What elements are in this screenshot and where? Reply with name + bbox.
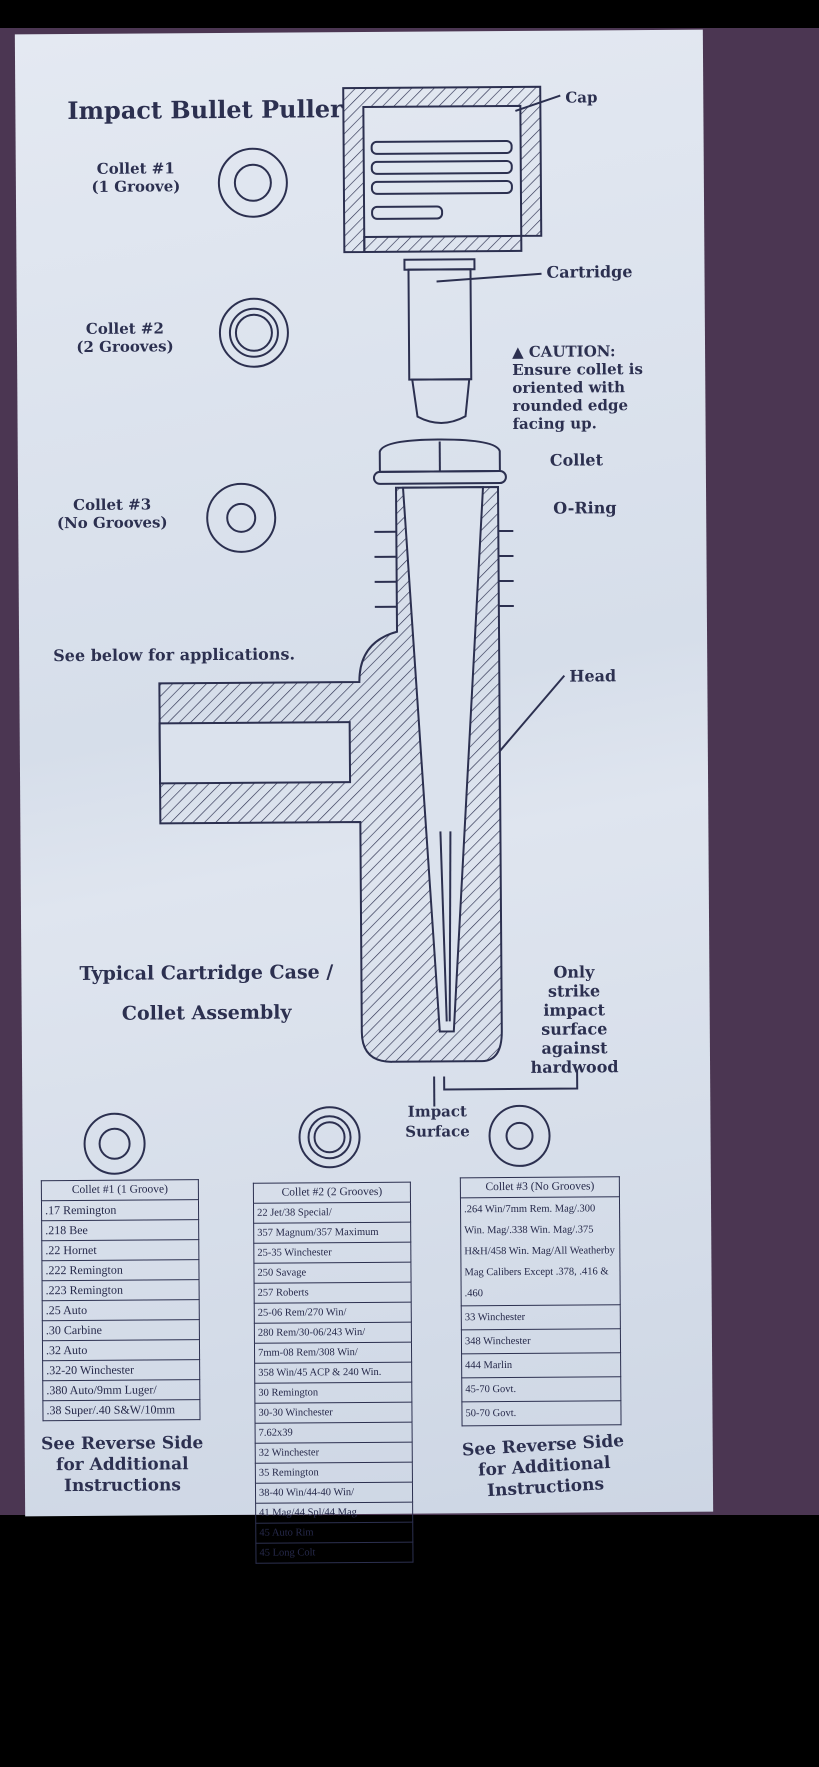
table-row: 358 Win/45 ACP & 240 Win. (254, 1362, 412, 1384)
table-cell: .25 Auto (42, 1299, 200, 1321)
table-row: 30-30 Winchester (254, 1402, 413, 1424)
table-row: 45-70 Govt. (461, 1376, 621, 1402)
table-cell: .30 Carbine (42, 1319, 200, 1341)
head-label: Head (569, 666, 617, 686)
table-cell: 38-40 Win/44-40 Win/ (255, 1482, 413, 1504)
table-cell: 7.62x39 (255, 1422, 413, 1444)
table-cell: 33 Winchester (461, 1304, 621, 1330)
collet-3-label: Collet #3(No Grooves) (56, 495, 168, 533)
collet-3-table: Collet #3 (No Grooves).264 Win/7mm Rem. … (460, 1176, 622, 1426)
table-row: 250 Savage (253, 1262, 412, 1284)
table-row: 35 Remington (255, 1462, 413, 1484)
table-cell: .218 Bee (41, 1219, 199, 1241)
table-row: 25-06 Rem/270 Win/ (254, 1302, 412, 1324)
table-row: 357 Magnum/357 Maximum (253, 1222, 411, 1244)
table-cell: 30 Remington (254, 1382, 412, 1404)
table-cell: .38 Super/.40 S&W/10mm (42, 1399, 201, 1421)
table-row: 348 Winchester (461, 1328, 621, 1354)
table-cell: .32 Auto (42, 1339, 200, 1361)
table-cell: 22 Jet/38 Special/ (253, 1202, 411, 1224)
table-cell: 32 Winchester (255, 1442, 413, 1464)
table-row: 45 Long Colt (255, 1542, 414, 1564)
table-cell: 444 Marlin (461, 1352, 621, 1378)
typical-assembly-caption: Typical Cartridge Case /Collet Assembly (79, 961, 334, 1025)
table-row: 45 Auto Rim (255, 1522, 413, 1544)
table-row: .32-20 Winchester (42, 1359, 200, 1381)
table-cell: 45-70 Govt. (461, 1376, 621, 1402)
collet-label: Collet (549, 450, 604, 470)
table-row: .264 Win/7mm Rem. Mag/.300 Win. Mag/.338… (460, 1196, 621, 1306)
table-cell: .32-20 Winchester (42, 1359, 200, 1381)
table-cell: 41 Mag/44 Spl/44 Mag (255, 1502, 413, 1524)
head-drawing (158, 438, 579, 1107)
table-row: 41 Mag/44 Spl/44 Mag (255, 1502, 413, 1524)
diagram (83, 85, 579, 1175)
table-row: 280 Rem/30-06/243 Win/ (254, 1322, 412, 1344)
table-cell: 280 Rem/30-06/243 Win/ (254, 1322, 412, 1344)
table-row: .38 Super/.40 S&W/10mm (42, 1399, 201, 1421)
table-header: Collet #2 (2 Grooves) (253, 1182, 411, 1204)
table-row: .218 Bee (41, 1219, 199, 1241)
table-cell: 7mm-08 Rem/308 Win/ (254, 1342, 412, 1364)
o-ring-label: O-Ring (553, 498, 617, 518)
table-cell: 348 Winchester (461, 1328, 621, 1354)
table-row: .25 Auto (42, 1299, 200, 1321)
table-row: 38-40 Win/44-40 Win/ (255, 1482, 413, 1504)
table-row: .32 Auto (42, 1339, 200, 1361)
table-cell: .17 Remington (41, 1199, 199, 1221)
collet-1-table: Collet #1 (1 Groove).17 Remington.218 Be… (41, 1179, 201, 1421)
table-row: 50-70 Govt. (461, 1400, 622, 1426)
table-row: .222 Remington (41, 1259, 200, 1281)
table-header: Collet #1 (1 Groove) (41, 1179, 199, 1201)
table-cell: 25-06 Rem/270 Win/ (254, 1302, 412, 1324)
cap-drawing (342, 85, 561, 254)
table-row: 7mm-08 Rem/308 Win/ (254, 1342, 412, 1364)
collet-2-table: Collet #2 (2 Grooves)22 Jet/38 Special/3… (253, 1182, 414, 1564)
cartridge-drawing (403, 258, 542, 424)
collet-icons (83, 147, 551, 1175)
table-cell: 50-70 Govt. (461, 1400, 622, 1426)
table-cell: 35 Remington (255, 1462, 413, 1484)
table-cell: .264 Win/7mm Rem. Mag/.300 Win. Mag/.338… (460, 1196, 621, 1306)
table-cell: 250 Savage (253, 1262, 412, 1284)
page-title: Impact Bullet Puller (67, 94, 343, 126)
table-row: 33 Winchester (461, 1304, 621, 1330)
table-cell: .222 Remington (41, 1259, 200, 1281)
instruction-sheet: Impact Bullet Puller Collet #1(1 Groove)… (14, 29, 714, 1564)
table-cell: .22 Hornet (41, 1239, 199, 1261)
table-row: 7.62x39 (255, 1422, 413, 1444)
collet-2-label: Collet #2(2 Grooves) (76, 319, 174, 356)
table-row: 257 Roberts (254, 1282, 412, 1304)
table-cell: 45 Long Colt (255, 1542, 414, 1564)
table-row: .22 Hornet (41, 1239, 199, 1261)
table-cell: 257 Roberts (254, 1282, 412, 1304)
table-row: 444 Marlin (461, 1352, 621, 1378)
table-row: .17 Remington (41, 1199, 199, 1221)
table-cell: 357 Magnum/357 Maximum (253, 1222, 411, 1244)
warning-icon: ▲ (512, 342, 529, 361)
table-cell: .223 Remington (42, 1279, 200, 1301)
cap-label: Cap (565, 88, 598, 107)
table-cell: 30-30 Winchester (254, 1402, 413, 1424)
see-below-text: See below for applications. (53, 644, 296, 666)
table-row: 32 Winchester (255, 1442, 413, 1464)
table-cell: 25-35 Winchester (253, 1242, 411, 1264)
table-row: 30 Remington (254, 1382, 412, 1404)
table-header: Collet #3 (No Grooves) (460, 1176, 620, 1198)
table-cell: .380 Auto/9mm Luger/ (42, 1379, 200, 1401)
table-row: .223 Remington (42, 1279, 200, 1301)
table-row: 25-35 Winchester (253, 1242, 411, 1264)
table-row: .30 Carbine (42, 1319, 200, 1341)
cartridge-label: Cartridge (546, 262, 633, 282)
table-row: 22 Jet/38 Special/ (253, 1202, 411, 1224)
table-row: .380 Auto/9mm Luger/ (42, 1379, 200, 1401)
collet-1-label: Collet #1(1 Groove) (91, 159, 181, 196)
table-cell: 45 Auto Rim (255, 1522, 413, 1544)
table-cell: 358 Win/45 ACP & 240 Win. (254, 1362, 412, 1384)
